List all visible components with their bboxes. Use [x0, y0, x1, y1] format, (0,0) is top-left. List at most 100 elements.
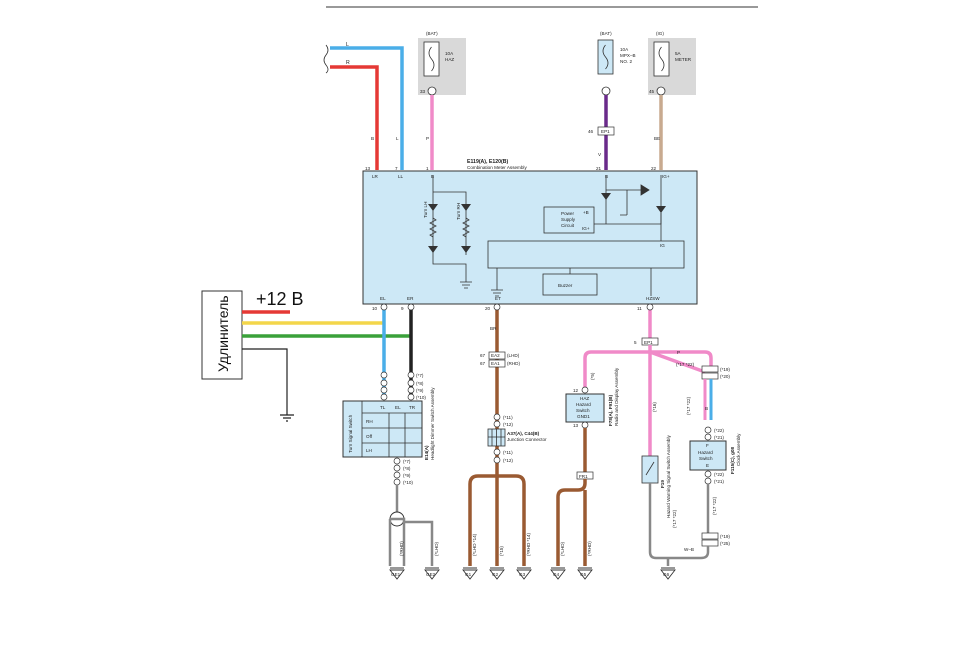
buzzer-label: Buzzer — [558, 283, 573, 288]
pin-circle-9 — [407, 303, 415, 311]
pin-circle-10 — [380, 303, 388, 311]
haz-switch-box — [565, 393, 605, 423]
ground-g5: G3 — [519, 572, 526, 577]
turn-switch-code: E14(A) — [424, 445, 429, 460]
meter-subtitle: Combination Meter Assembly — [467, 165, 527, 170]
fuse-mpx-name: MPX–B — [620, 53, 636, 58]
note-17-22-a: (*17 *22) — [676, 362, 695, 367]
fuse-haz-name: HAZ — [445, 57, 454, 62]
junction-pins-lower — [493, 448, 501, 464]
connector-tag-ep2: EP1 — [644, 340, 653, 345]
extender-label: Удлинитель — [215, 295, 231, 372]
wire-blue-l — [330, 46, 404, 170]
note-7-upper: (*7) — [416, 373, 424, 378]
wire-code-p-2: P — [677, 350, 680, 355]
fuse-mpx-name2: NO. 2 — [620, 59, 632, 64]
clock-pin-a — [704, 426, 712, 434]
ts-note-lhd: (*LHD) — [434, 541, 439, 556]
ts-row-rh: RH — [366, 419, 373, 424]
note-7-lower: (*7) — [403, 459, 411, 464]
note-11-lower: (*11) — [503, 450, 513, 455]
cross-diode-body — [641, 185, 649, 195]
connector-ep1-top — [597, 126, 615, 136]
junction-ground-wires — [468, 466, 526, 566]
clock-label-1: Hazard — [698, 450, 713, 455]
power-label-ig: (IG) — [656, 31, 664, 36]
turn-rh-resistor — [462, 217, 470, 238]
note-17-22-d: (*17 *22) — [672, 509, 677, 528]
note-20-a: (*20) — [720, 374, 730, 379]
pin-11: 11 — [637, 306, 642, 311]
term-b1: B — [431, 174, 434, 179]
note-22-b: (*22) — [714, 472, 724, 477]
note-9-lower: (*9) — [403, 473, 411, 478]
b-diode — [601, 193, 611, 200]
ground-g8: G6 — [663, 572, 670, 577]
connector-tag-fr1: FR1 — [579, 474, 588, 479]
pin-circle-33 — [427, 86, 437, 96]
clock-connector-top-a — [701, 365, 719, 373]
haz-label-1: Hazard — [576, 402, 591, 407]
meter-ig-block — [487, 240, 685, 269]
term-hzsw: HZSW — [646, 296, 660, 301]
wire-code-b: B — [371, 136, 374, 141]
haz-label-2: Switch — [576, 408, 590, 413]
clock-label-3: E — [706, 463, 709, 468]
haz-note-lhd: (*LHD) — [560, 541, 565, 556]
wire-top-left-break — [323, 44, 329, 74]
turn-lh-led — [428, 204, 438, 211]
clock-connector-bottom-a — [701, 532, 719, 540]
pin-9: 9 — [401, 306, 404, 311]
note-21-a: (*21) — [714, 435, 724, 440]
connector-tag-ep1: EP1 — [601, 129, 610, 134]
ts-row-off: Off — [366, 434, 373, 439]
extender-box — [201, 290, 243, 380]
junction-rhd: (RHD) — [507, 361, 520, 366]
pin-13: 13 — [365, 166, 371, 171]
pin-21: 21 — [596, 166, 602, 171]
pin-13b: 13 — [573, 423, 579, 428]
power-label-bat2: (BAT) — [600, 31, 612, 36]
junction-lhd: (LHD) — [507, 353, 520, 358]
wire-code-wb: W–B — [684, 547, 694, 552]
pin-7: 7 — [395, 166, 398, 171]
clock-label-0: F — [706, 443, 709, 448]
note-8-upper: (*8) — [416, 381, 424, 386]
wire-red-r — [330, 65, 379, 170]
note-17-22-c: (*17 *22) — [712, 496, 717, 515]
turn-lh-diode — [428, 246, 438, 253]
term-ig-plus: IG+ — [662, 174, 670, 179]
turn-lh-label: Turn LH — [423, 202, 428, 218]
haz-note-5: (*5) — [590, 372, 595, 380]
ts-col-tl: TL — [380, 405, 386, 410]
hazard-warning-name: Hazard Warning Signal Switch Assembly — [666, 434, 671, 518]
turn-lh-resistor — [429, 217, 437, 238]
note-21-b: (*21) — [714, 479, 724, 484]
ts-note-rhd: (*RHD) — [399, 541, 404, 556]
turn-rh-diode — [461, 246, 471, 253]
junction-eb: EA1 — [491, 361, 500, 366]
ground-g4: G2 — [492, 572, 499, 577]
jn-note-lhd14: (*LHD *14) — [472, 533, 477, 556]
pin-46: 46 — [588, 129, 594, 134]
pin-10: 10 — [372, 306, 378, 311]
turn-switch-connector-upper — [380, 371, 415, 401]
connector-ea1 — [488, 359, 506, 368]
ig-diode — [656, 206, 666, 213]
term-ig: IG — [660, 243, 665, 248]
ground-g1: GE1 — [391, 572, 401, 577]
ts-col-tr: TR — [409, 405, 416, 410]
power-label-bat1: (BAT) — [426, 31, 438, 36]
note-9-upper: (*9) — [416, 388, 424, 393]
wire-pink-network — [583, 345, 713, 456]
note-10-lower: (*10) — [403, 480, 413, 485]
haz-label-0: HAZ — [580, 396, 589, 401]
ground-g7: G5 — [580, 572, 587, 577]
clock-connector-bottom-b — [701, 539, 719, 547]
et-ground-symbol — [491, 268, 503, 297]
extender-voltage: +12 В — [256, 289, 304, 309]
turn-switch-grid — [361, 401, 422, 457]
haz-ground-wires — [556, 479, 587, 566]
